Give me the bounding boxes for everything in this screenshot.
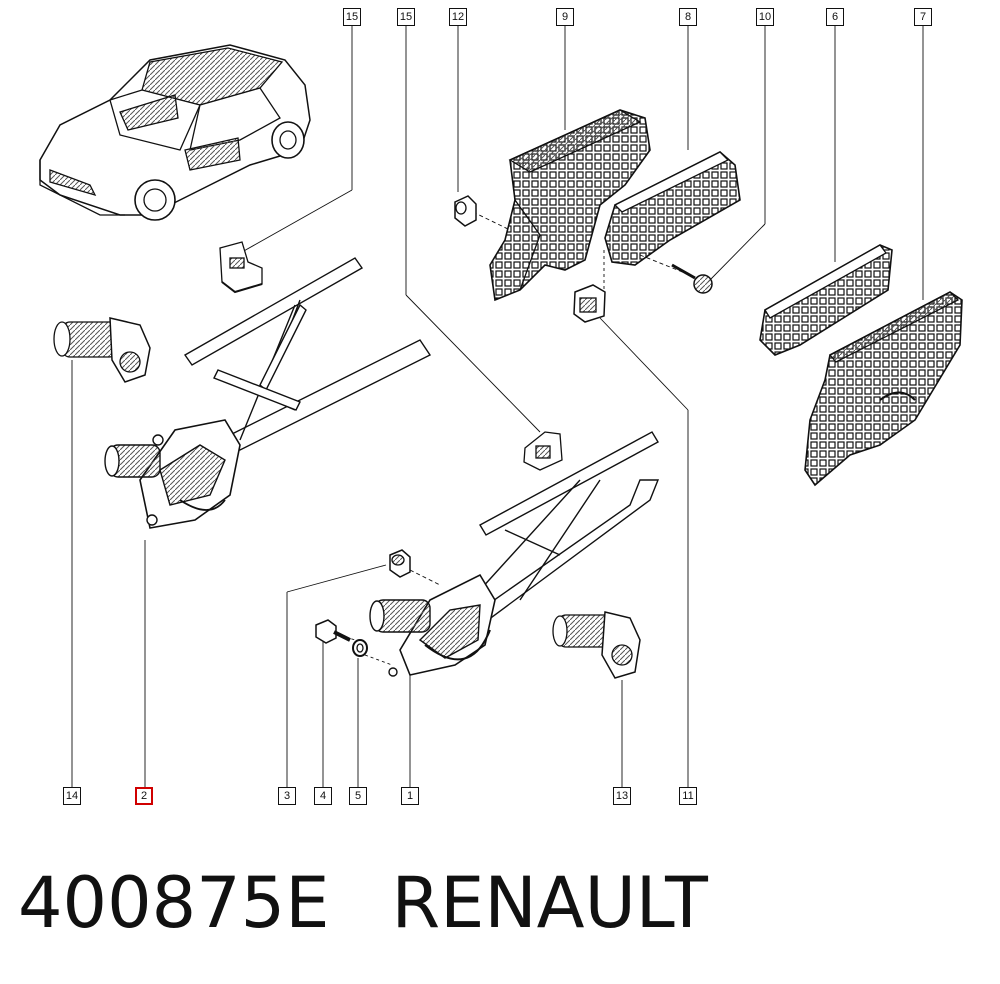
callout-13: 13 [613,787,631,805]
callout-8: 8 [679,8,697,26]
part-motor-14 [53,317,151,383]
callout-7: 7 [914,8,932,26]
callout-15-upper: 15 [343,8,361,26]
part-washer-5 [352,639,368,657]
part-regulator-upper [104,257,432,529]
part-spacer-3 [389,549,411,578]
part-bushing-12 [454,195,477,227]
caption: 400875E RENAULT [18,858,978,948]
part-panel-9 [489,109,651,302]
callout-14: 14 [63,787,81,805]
callout-15-lower: 15 [397,8,415,26]
part-panel-8 [604,151,741,266]
callout-1: 1 [401,787,419,805]
callout-3: 3 [278,787,296,805]
part-number: 400875E [18,862,330,944]
part-clip-15-upper [219,241,263,294]
part-screw-10 [671,263,713,294]
callout-11: 11 [679,787,697,805]
callout-6: 6 [826,8,844,26]
car-illustration [39,44,311,221]
callout-2: 2 [135,787,153,805]
part-bolt-4 [315,619,351,644]
callout-5: 5 [349,787,367,805]
part-panel-7 [804,291,963,487]
brand-name: RENAULT [391,862,708,944]
part-panel-6 [759,244,893,356]
part-clip-15-lower [523,431,563,471]
part-regulator-lower [369,431,660,677]
callout-10: 10 [756,8,774,26]
callout-9: 9 [556,8,574,26]
part-motor-13 [552,611,641,679]
callout-12: 12 [449,8,467,26]
callout-4: 4 [314,787,332,805]
part-clip-11 [573,284,606,323]
